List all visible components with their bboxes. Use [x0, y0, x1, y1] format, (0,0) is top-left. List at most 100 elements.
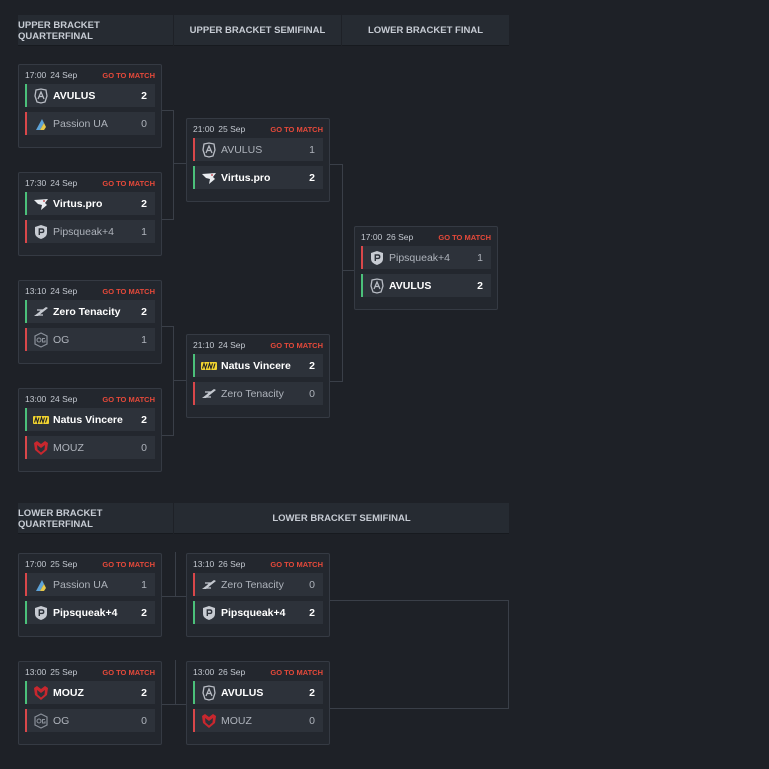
- avulus-logo-icon: [369, 278, 385, 294]
- match-date: 24 Sep: [50, 394, 78, 404]
- passion-ua-logo-icon: [33, 116, 49, 132]
- pipsqueak-logo-icon: [33, 224, 49, 240]
- match-date: 26 Sep: [218, 559, 246, 569]
- pipsqueak-logo-icon: [369, 250, 385, 266]
- match-time: 17:00: [361, 232, 383, 242]
- team-name: Passion UA: [53, 117, 108, 130]
- team-score: 1: [477, 251, 483, 264]
- go-to-match-link[interactable]: GO TO MATCH: [102, 286, 155, 296]
- avulus-logo-icon: [201, 685, 217, 701]
- match-date: 24 Sep: [50, 286, 78, 296]
- virtus-pro-logo-icon: [201, 170, 217, 186]
- go-to-match-link[interactable]: GO TO MATCH: [270, 340, 323, 350]
- team-name: OG: [53, 714, 70, 727]
- go-to-match-link[interactable]: GO TO MATCH: [270, 559, 323, 569]
- go-to-match-link[interactable]: GO TO MATCH: [102, 178, 155, 188]
- go-to-match-link[interactable]: GO TO MATCH: [270, 124, 323, 134]
- connector: [162, 704, 175, 705]
- match-date: 25 Sep: [50, 667, 78, 677]
- connector: [330, 600, 509, 601]
- go-to-match-link[interactable]: GO TO MATCH: [438, 232, 491, 242]
- team-name: AVULUS: [53, 89, 96, 102]
- team-name: OG: [53, 333, 70, 346]
- team-name: Passion UA: [53, 578, 108, 591]
- match-time: 17:00: [25, 70, 47, 80]
- zero-tenacity-logo-icon: [201, 577, 217, 593]
- match-time: 13:10: [193, 559, 215, 569]
- team-name: Pipsqueak+4: [53, 225, 115, 238]
- avulus-logo-icon: [201, 142, 217, 158]
- match-time: 17:00: [25, 559, 47, 569]
- connector: [330, 164, 343, 382]
- header-upper-semifinal: UPPER BRACKET SEMIFINAL: [174, 15, 341, 46]
- passion-ua-logo-icon: [33, 577, 49, 593]
- pipsqueak-logo-icon: [201, 605, 217, 621]
- go-to-match-link[interactable]: GO TO MATCH: [102, 70, 155, 80]
- zero-tenacity-logo-icon: [33, 304, 49, 320]
- team-name: Zero Tenacity: [53, 305, 121, 318]
- match-time: 21:10: [193, 340, 215, 350]
- team-name: Virtus.pro: [221, 171, 271, 184]
- header-lower-final: LOWER BRACKET FINAL: [342, 15, 509, 46]
- match-date: 26 Sep: [218, 667, 246, 677]
- team-row[interactable]: Pipsqueak+4 1: [361, 246, 491, 269]
- team-row[interactable]: AVULUS 2: [25, 84, 155, 107]
- team-score: 2: [141, 305, 147, 318]
- team-name: Pipsqueak+4: [389, 251, 451, 264]
- connector: [175, 660, 187, 705]
- team-name: MOUZ: [53, 441, 84, 454]
- go-to-match-link[interactable]: GO TO MATCH: [102, 394, 155, 404]
- go-to-match-link[interactable]: GO TO MATCH: [102, 667, 155, 677]
- connector: [330, 708, 509, 709]
- team-name: Zero Tenacity: [221, 387, 284, 400]
- team-score: 2: [141, 89, 147, 102]
- team-score: 1: [309, 143, 315, 156]
- pipsqueak-logo-icon: [33, 605, 49, 621]
- connector: [175, 552, 187, 597]
- team-name: AVULUS: [221, 686, 264, 699]
- team-row[interactable]: Zero Tenacity 2: [25, 300, 155, 323]
- team-score: 2: [141, 197, 147, 210]
- go-to-match-link[interactable]: GO TO MATCH: [270, 667, 323, 677]
- team-name: Natus Vincere: [221, 359, 291, 372]
- connector: [342, 270, 355, 271]
- match-date: 24 Sep: [218, 340, 246, 350]
- go-to-match-link[interactable]: GO TO MATCH: [102, 559, 155, 569]
